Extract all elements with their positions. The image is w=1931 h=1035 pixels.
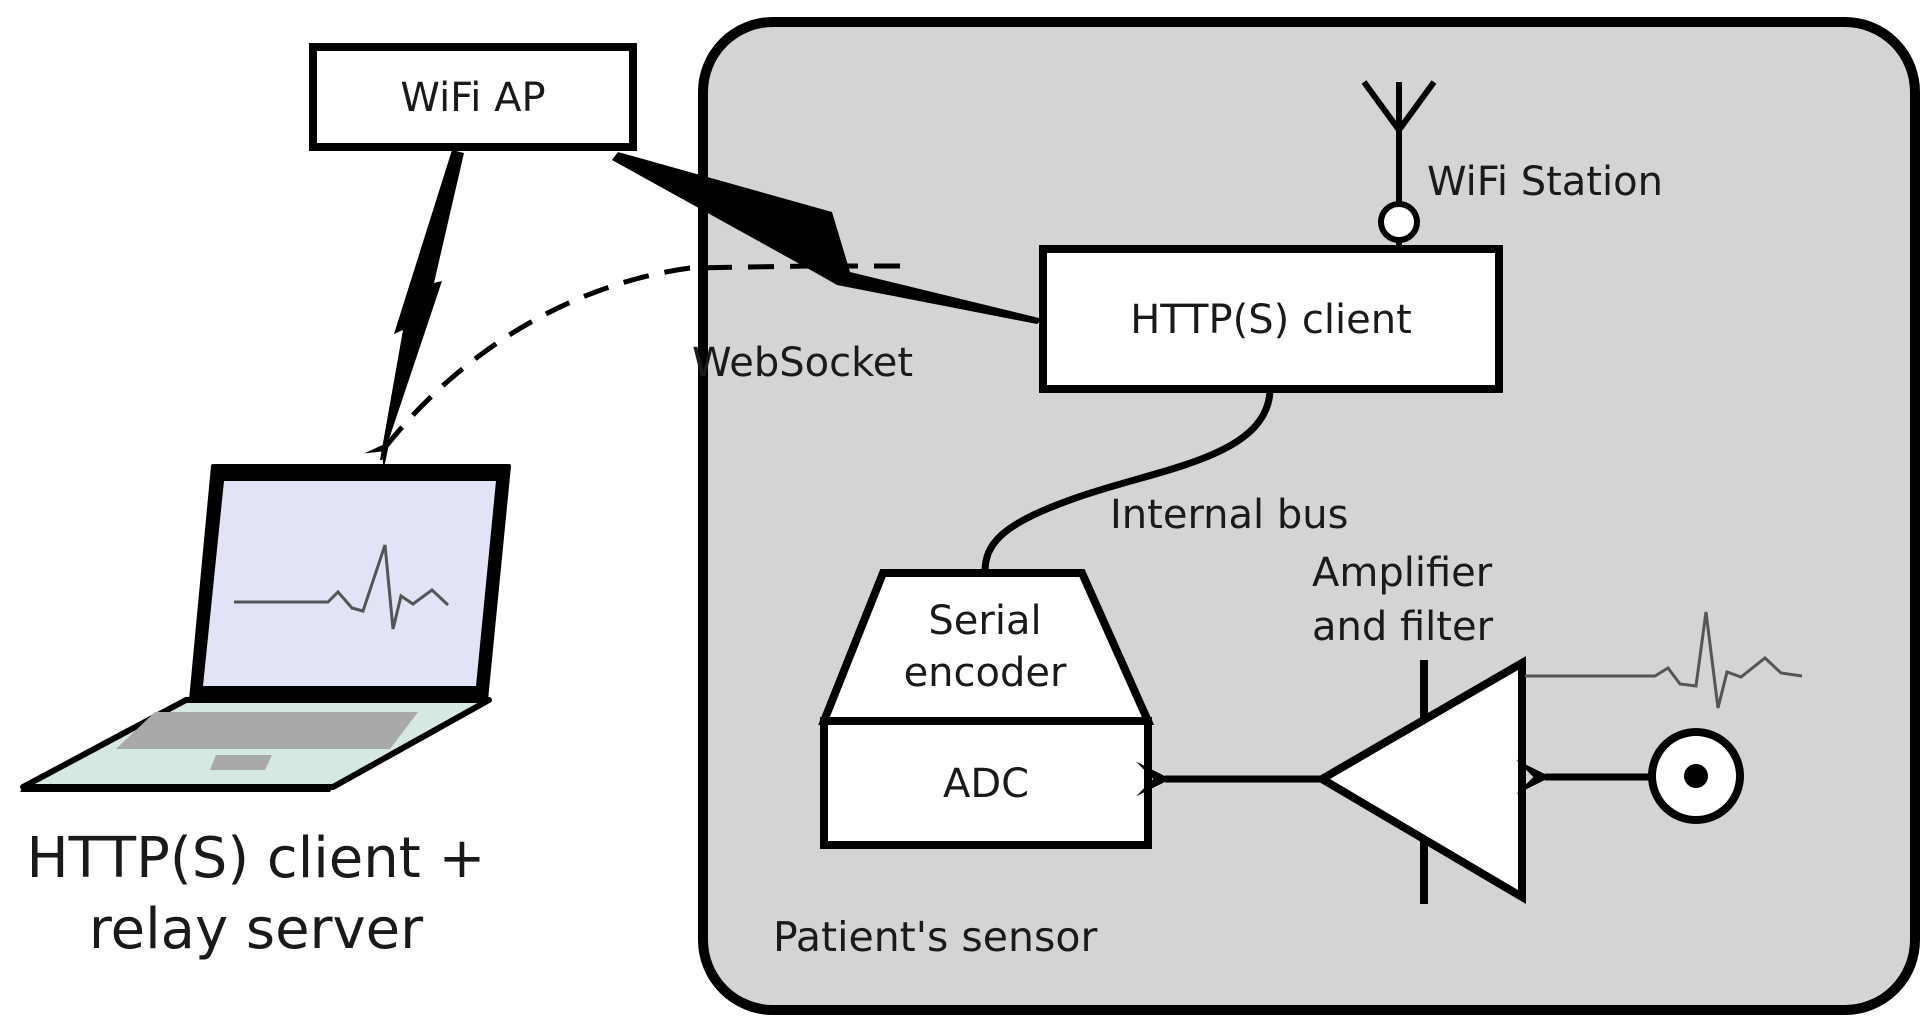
wifi-ap-label: WiFi AP [400, 75, 545, 121]
serial-encoder-label-line1: Serial [928, 598, 1041, 644]
serial-encoder-label-line2: encoder [904, 650, 1067, 696]
internal-bus-line [981, 391, 1274, 573]
sensor-region-label: Patient's sensor [773, 913, 1097, 961]
electrode-icon [1648, 728, 1744, 824]
adc-label: ADC [943, 761, 1029, 807]
antenna-icon [1361, 80, 1437, 250]
amplifier-label-line1: Amplifier [1312, 550, 1493, 596]
http-client-label: HTTP(S) client [1130, 297, 1412, 343]
websocket-label: WebSocket [692, 340, 913, 386]
websocket-link [364, 263, 900, 470]
adc-box [820, 717, 1152, 849]
internal-bus-label: Internal bus [1110, 492, 1348, 538]
laptop-caption-line2: relay server [89, 897, 424, 962]
laptop-icon [20, 464, 511, 792]
wifi-ap-box [309, 43, 637, 151]
lightning-bolt-icon [380, 150, 464, 460]
wifi-station-label: WiFi Station [1427, 159, 1663, 205]
amplifier-label-line2: and filter [1312, 604, 1494, 650]
laptop-caption-line1: HTTP(S) client + [27, 826, 486, 891]
lightning-bolt-icon [612, 152, 1043, 324]
http-client-box [1039, 245, 1503, 393]
ecg-waveform-icon [234, 544, 450, 630]
ecg-waveform-icon [1525, 611, 1803, 709]
